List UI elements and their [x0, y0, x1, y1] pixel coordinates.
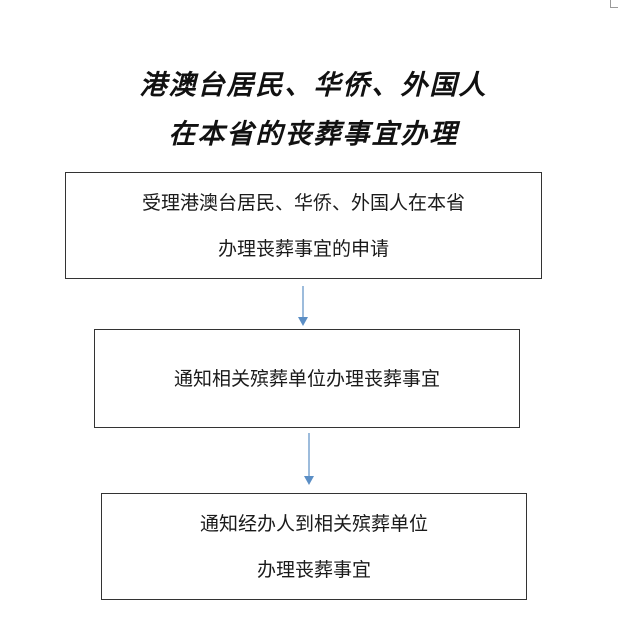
flow-step-1-box: 受理港澳台居民、华侨、外国人在本省 办理丧葬事宜的申请	[65, 172, 542, 279]
flow-arrow-1-down-icon	[298, 286, 308, 326]
flow-step-3-text-line-2: 办理丧葬事宜	[256, 558, 371, 581]
flow-step-3-box: 通知经办人到相关殡葬单位 办理丧葬事宜	[101, 493, 527, 600]
flow-step-1-text-line-1: 受理港澳台居民、华侨、外国人在本省	[141, 191, 465, 214]
page-corner-mark	[610, 0, 618, 8]
flow-step-2-box: 通知相关殡葬单位办理丧葬事宜	[94, 329, 520, 428]
diagram-title-line-2: 在本省的丧葬事宜办理	[168, 119, 459, 150]
flow-step-1-text-line-2: 办理丧葬事宜的申请	[217, 237, 389, 260]
flow-step-3-text-line-1: 通知经办人到相关殡葬单位	[199, 512, 428, 535]
flow-step-2-text-line-1: 通知相关殡葬单位办理丧葬事宜	[173, 367, 440, 390]
diagram-title-line-1: 港澳台居民、华侨、外国人	[139, 70, 488, 101]
flow-arrow-2-down-icon	[304, 433, 314, 485]
